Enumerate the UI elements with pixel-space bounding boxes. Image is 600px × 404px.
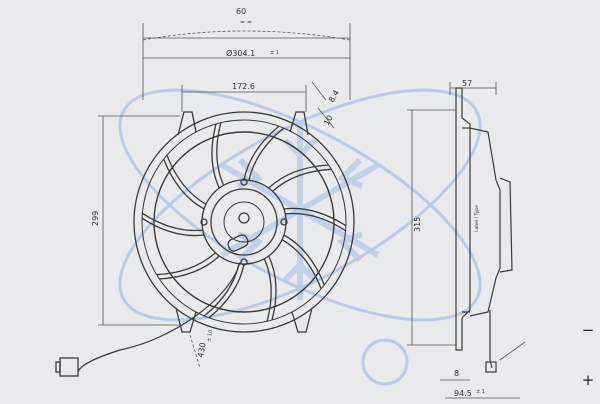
fan-side-view <box>455 87 513 373</box>
fan-front-view <box>55 111 355 377</box>
fan-blade-spoke-edge <box>166 154 207 205</box>
fan-blade-spoke <box>283 234 325 286</box>
mount-tab-top-right <box>289 111 309 136</box>
dim-outer-diameter-tol: ± 1 <box>270 50 279 56</box>
dim-top-marker: = = <box>240 19 252 26</box>
mount-tab-top-left <box>177 111 197 136</box>
fan-shroud-outer <box>133 111 355 333</box>
fan-blade-spoke-edge <box>142 212 203 232</box>
fan-blade-spoke <box>243 125 280 181</box>
fan-blade-spoke <box>268 255 277 321</box>
motor-housing <box>210 188 278 256</box>
front-dimension-labels: 60 = = Ø304.1 ± 1 172.6 8.4 10 299 430 ±… <box>91 7 341 358</box>
fan-blade-spoke-edge <box>263 258 272 322</box>
fan-blade-spoke-edge <box>281 239 322 290</box>
cable-connector <box>59 357 79 377</box>
motor-label-text: Label / Type <box>474 205 480 232</box>
side-dimensions <box>407 82 526 399</box>
fan-blade-spoke <box>159 255 220 280</box>
dim-side-bottom-tol: ± 1 <box>476 389 485 395</box>
hub-screw-bottom <box>240 258 248 266</box>
dim-tab-width: 8.4 <box>327 88 341 104</box>
fan-blade-spoke <box>268 164 329 189</box>
hub-screw-left <box>200 218 208 226</box>
snowflake-icon <box>220 120 380 300</box>
power-cable <box>77 261 241 373</box>
connector-grommet <box>227 234 249 252</box>
fan-blade-spoke-edge <box>272 168 332 192</box>
zoom-out-button[interactable]: − <box>581 321 595 339</box>
dim-side-8: 8 <box>454 369 459 378</box>
dim-cable-length: 430 <box>196 342 208 359</box>
zoom-in-button[interactable]: + <box>581 371 595 389</box>
fan-blade-spoke <box>211 123 220 189</box>
motor-shaft <box>238 212 250 224</box>
side-shroud <box>455 87 471 351</box>
fan-blade-spoke-edge <box>216 122 225 186</box>
dim-tab-depth: 10 <box>322 114 335 127</box>
fan-ring-mid <box>153 131 335 313</box>
dim-top-offset: 60 <box>236 7 246 16</box>
side-dimension-labels: 57 315 8 94.5 ± 1 Label / Type <box>413 79 485 398</box>
hub-screw-right <box>280 218 288 226</box>
hub-screw-top <box>240 178 248 186</box>
fan-blade-spoke-edge <box>156 252 216 276</box>
dim-bolt-span: 172.6 <box>232 82 255 91</box>
front-dimensions <box>98 23 351 369</box>
motor-cap <box>223 201 265 243</box>
side-motor <box>469 127 501 317</box>
dim-cable-tol: ± 10 <box>206 329 214 342</box>
fan-blade-spoke <box>141 217 205 237</box>
dim-side-height: 315 <box>413 217 422 232</box>
fan-blade-spoke <box>283 207 347 227</box>
dim-outer-diameter: Ø304.1 <box>226 48 255 58</box>
side-motor-back <box>499 177 513 273</box>
cable-connector-tab <box>55 361 61 373</box>
side-cable <box>489 310 493 369</box>
mount-tab-bottom-right <box>291 307 313 333</box>
side-connector <box>485 361 497 373</box>
fan-blade-spoke-edge <box>285 212 346 232</box>
fan-blade-spoke-edge <box>248 127 285 181</box>
fan-blade-spoke <box>208 263 245 319</box>
fan-shroud-inner <box>141 119 347 325</box>
dim-side-depth: 57 <box>462 79 472 88</box>
watermark-orbit-2 <box>118 88 482 322</box>
fan-blade-spoke <box>163 158 205 210</box>
dim-side-bottom: 94.5 <box>454 389 472 398</box>
dim-height: 299 <box>91 211 100 226</box>
mount-tab-bottom-left <box>175 307 197 333</box>
watermark-ring-bottom <box>361 338 409 386</box>
fan-spokes <box>141 122 347 322</box>
